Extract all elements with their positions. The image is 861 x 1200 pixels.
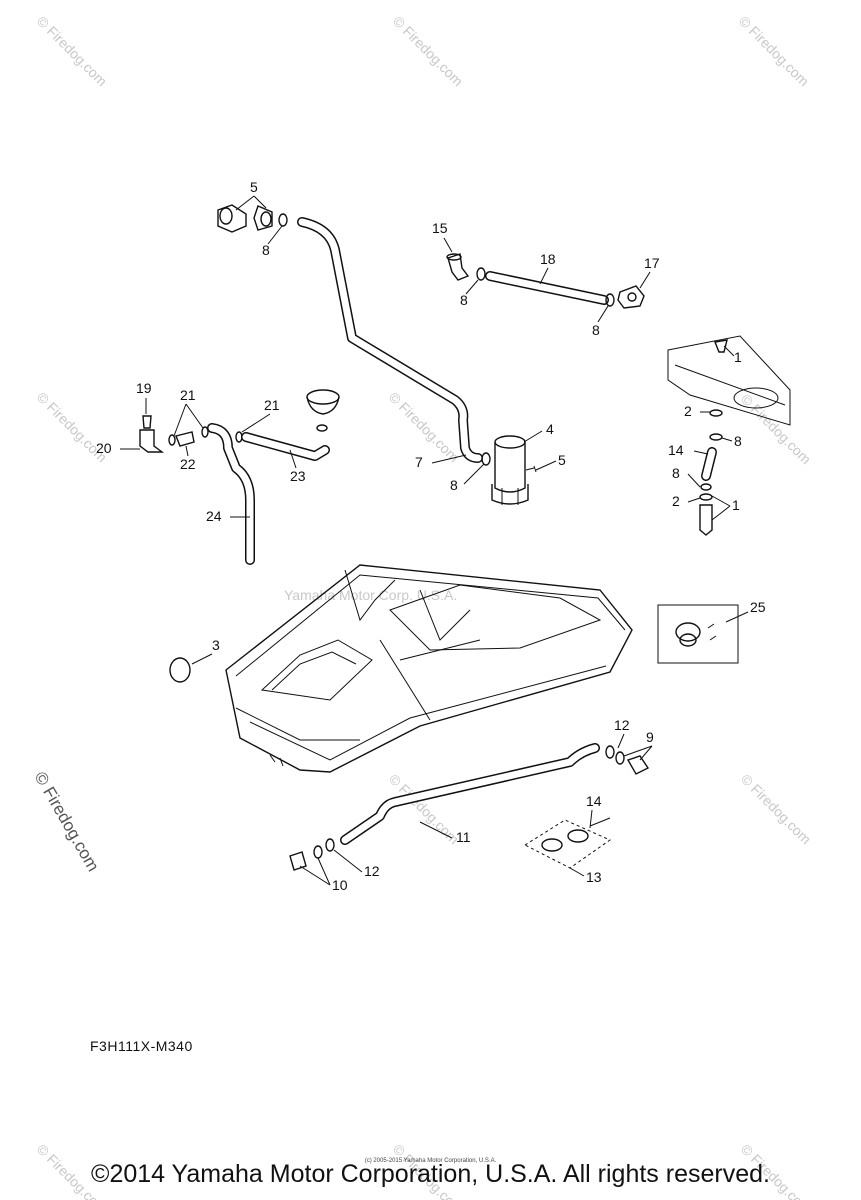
- hose-7: [297, 217, 491, 466]
- callout-15: 15: [432, 220, 448, 236]
- boat-hull: [169, 564, 633, 773]
- watermark: © Firedog.com: [386, 771, 462, 847]
- callout-1: 1: [732, 497, 740, 513]
- callout-7: 7: [415, 454, 423, 470]
- callout-3: 3: [212, 637, 220, 653]
- callout-8: 8: [672, 465, 680, 481]
- callout-17: 17: [644, 255, 660, 271]
- watermark: © Firedog.com: [736, 13, 812, 89]
- callout-11: 11: [456, 829, 471, 845]
- leader-lines: [120, 195, 749, 886]
- callout-13: 13: [586, 869, 602, 885]
- callout-labels: 5 8 15 18 17 8 8 1 19 21 21 2 8 4 20 14 …: [96, 179, 766, 893]
- part-18-hose-group: [446, 253, 645, 309]
- callout-2: 2: [672, 493, 680, 509]
- watermark: © Firedog.com: [34, 13, 110, 89]
- callout-9: 9: [646, 729, 654, 745]
- callout-12: 12: [364, 863, 380, 879]
- callout-19: 19: [136, 380, 152, 396]
- part-4-canister: [491, 435, 537, 505]
- callout-1: 1: [734, 349, 742, 365]
- diagram-code: F3H111X-M340: [90, 1038, 193, 1054]
- callout-14: 14: [586, 793, 602, 809]
- part-13-inset: [523, 817, 612, 869]
- callout-23: 23: [290, 468, 306, 484]
- watermark: © Firedog.com: [390, 13, 466, 89]
- callout-21: 21: [264, 397, 280, 413]
- callout-12: 12: [614, 717, 630, 733]
- callout-22: 22: [180, 456, 196, 472]
- watermark-group: © Firedog.com © Firedog.com © Firedog.co…: [31, 13, 815, 1200]
- callout-8: 8: [262, 242, 270, 258]
- watermark: © Firedog.com: [738, 771, 814, 847]
- part-6-cap: [217, 204, 288, 233]
- callout-4: 4: [546, 421, 554, 437]
- callout-2: 2: [684, 403, 692, 419]
- drain-tube-11: [289, 743, 650, 871]
- watermark-left-edge: © Firedog.com: [31, 769, 103, 875]
- deck-panel-group: [667, 335, 791, 536]
- callout-5: 5: [558, 452, 566, 468]
- callout-24: 24: [206, 508, 222, 524]
- callout-6: 5: [250, 179, 258, 195]
- callout-20: 20: [96, 440, 112, 456]
- left-hose-group: [139, 389, 340, 565]
- part-25-inset: [657, 604, 739, 664]
- callout-8: 8: [450, 477, 458, 493]
- callout-25: 25: [750, 599, 766, 615]
- callout-10: 10: [332, 877, 348, 893]
- callout-18: 18: [540, 251, 556, 267]
- callout-21: 21: [180, 387, 196, 403]
- callout-8: 8: [460, 292, 468, 308]
- fine-print: (c) 2005-2015 Yamaha Motor Corporation, …: [364, 1158, 497, 1164]
- callout-16: 14: [668, 442, 684, 458]
- copyright-notice: ©2014 Yamaha Motor Corporation, U.S.A. A…: [91, 1160, 770, 1188]
- callout-8: 8: [734, 433, 742, 449]
- callout-8: 8: [592, 322, 600, 338]
